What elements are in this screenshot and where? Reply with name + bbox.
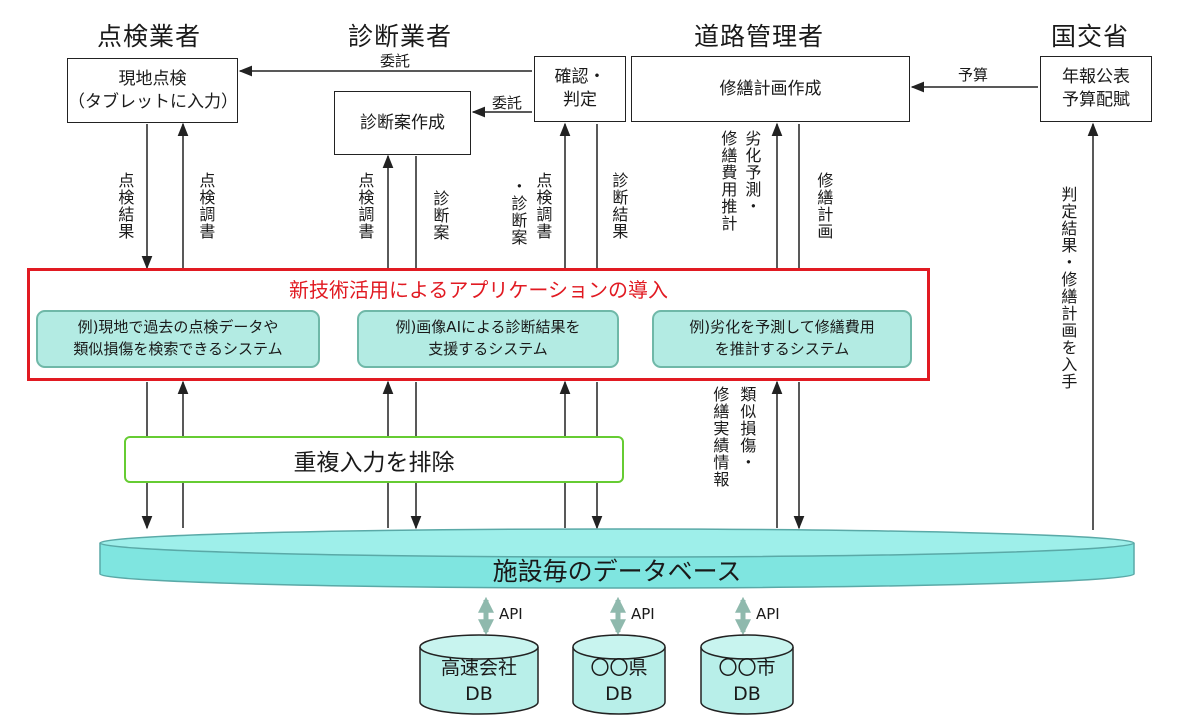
insp-result-label: 点検結果 [115,172,135,240]
external-db-3-cylinder [700,634,794,715]
insp-report-diag-a: 点検調書 [533,172,553,240]
example-card-3: 例)劣化を予測して修繕費用 を推計するシステム [652,310,912,368]
diag-result-label: 診断結果 [609,172,629,240]
external-db-3-name: 〇〇市 [718,657,776,679]
dedup-box: 重複入力を排除 [124,436,624,483]
external-db-2-type: DB [605,682,633,705]
repair-plan-box: 修繕計画作成 [631,56,910,122]
field-inspection-sublabel: （タブレットに入力） [68,91,238,112]
annual-report-label: 年報公表 [1062,67,1130,88]
confirm-label: 確認・ [554,67,606,88]
example-2-line1: 例)画像AIによる診断結果を [395,318,581,337]
insp-report-label-2: 点検調書 [355,172,375,240]
diagnosis-draft-box: 診断案作成 [334,91,471,155]
similar-label-b: 修繕実績情報 [710,386,730,488]
example-card-1: 例)現地で過去の点検データや 類似損傷を検索できるシステム [36,310,320,368]
example-card-2: 例)画像AIによる診断結果を 支援するシステム [357,310,619,368]
api-label-1: API [499,605,523,623]
judge-label: 判定 [563,90,597,110]
consign-mid-label: 委託 [492,94,523,112]
diag-draft-label: 診断案 [430,190,450,241]
repair-plan-label: 修繕計画作成 [719,78,822,99]
application-title: 新技術活用によるアプリケーションの導入 [289,278,668,302]
external-db-3-type: DB [733,682,761,705]
repair-plan-vlabel: 修繕計画 [814,172,834,240]
similar-label-a: 類似損傷・ [737,386,757,471]
external-db-1-name: 高速会社 [440,657,517,679]
actor-ministry: 国交省 [1051,22,1130,51]
example-2-line2: 支援するシステム [428,340,548,358]
example-3-line2: を推計するシステム [714,340,850,358]
annual-report-box: 年報公表 予算配賦 [1040,56,1152,122]
insp-report-label-1: 点検調書 [196,172,216,240]
example-1-line2: 類似損傷を検索できるシステム [73,340,283,358]
api-label-3: API [756,605,780,623]
database-label: 施設毎のデータベース [492,557,742,586]
external-db-1-cylinder [419,634,539,715]
external-db-2: 〇〇県 DB [571,656,667,707]
diagnosis-draft-label: 診断案作成 [360,112,445,133]
confirm-judge-box: 確認・ 判定 [534,56,626,122]
example-3-line1: 例)劣化を予測して修繕費用 [689,318,875,337]
example-1-line1: 例)現地で過去の点検データや [77,318,279,337]
deterioration-label-b: 修繕費用推計 [718,130,738,232]
external-db-2-cylinder [572,634,666,715]
actor-road-admin: 道路管理者 [694,22,825,51]
field-inspection-label: 現地点検 [118,68,187,89]
field-inspection-box: 現地点検 （タブレットに入力） [67,58,238,123]
insp-report-diag-b: ・診断案 [508,178,528,246]
budget-allocation-label: 予算配賦 [1062,90,1130,110]
consign-top-label: 委託 [380,52,411,70]
external-db-3: 〇〇市 DB [699,656,795,707]
budget-label: 予算 [958,66,989,84]
external-db-1-type: DB [465,682,493,705]
judgment-label: 判定結果・修繕計画を入手 [1058,186,1078,390]
deterioration-label-a: 劣化予測・ [742,130,762,215]
actor-diagnostician: 診断業者 [348,22,453,51]
api-label-2: API [631,605,655,623]
external-db-2-name: 〇〇県 [590,657,648,679]
external-db-1: 高速会社 DB [431,656,527,707]
actor-inspector: 点検業者 [97,22,202,51]
database-cylinder [99,528,1135,589]
dedup-label: 重複入力を排除 [293,449,455,476]
